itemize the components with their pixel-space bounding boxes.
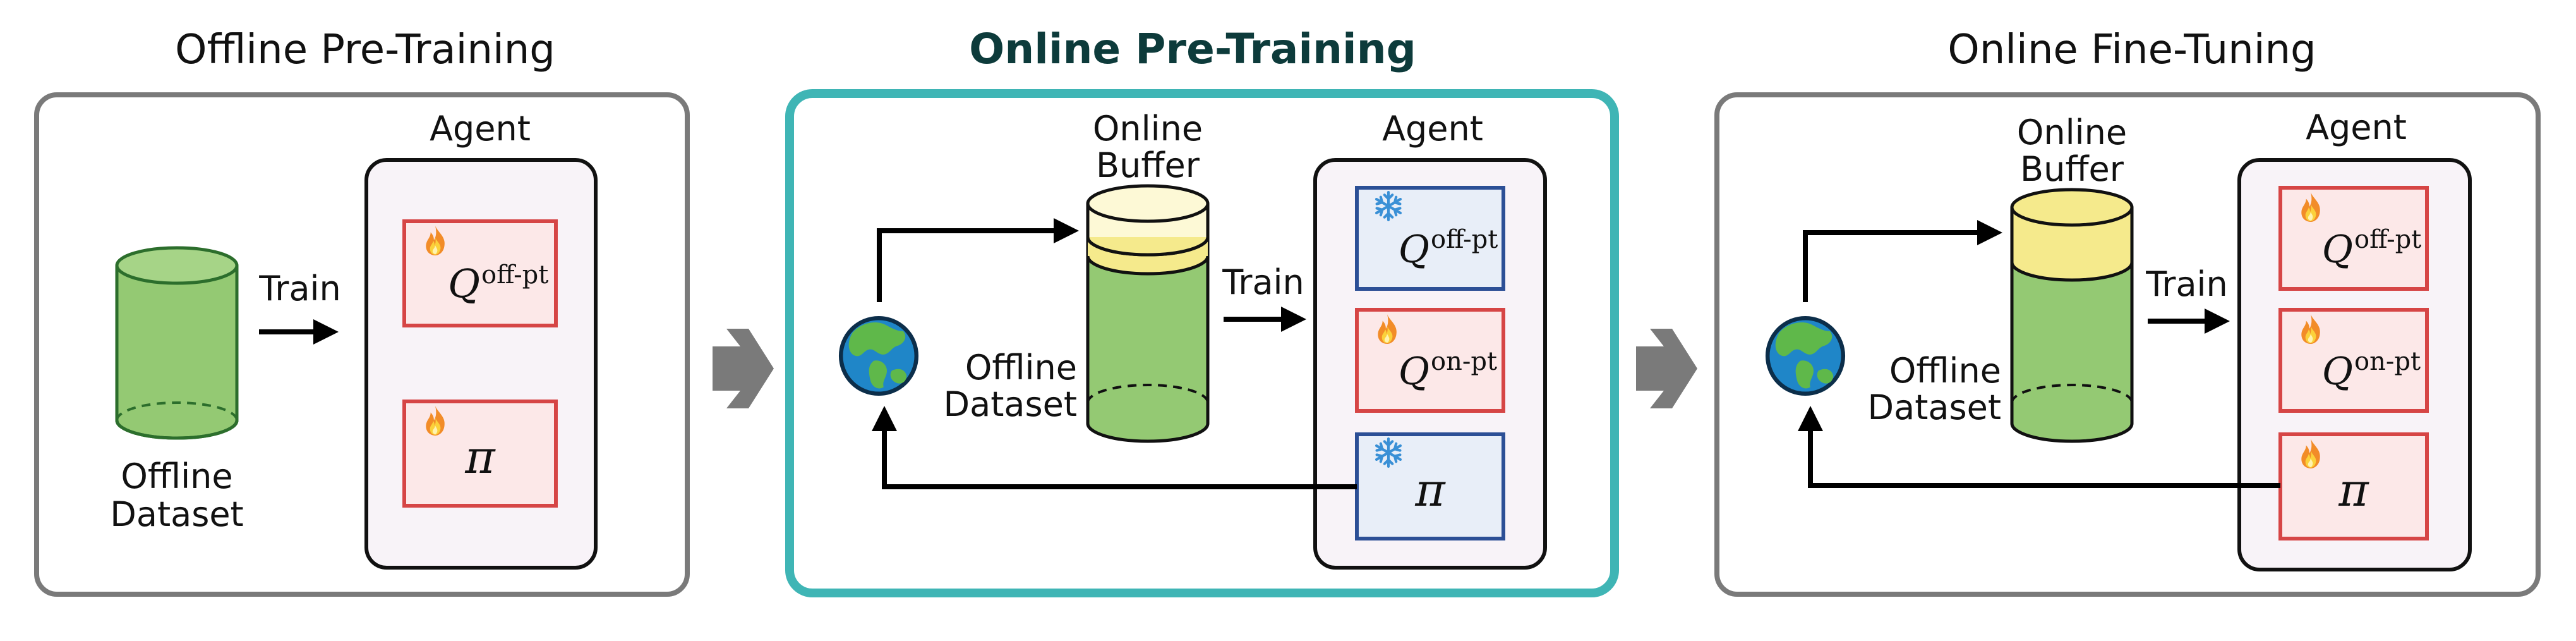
policy-module: π: [2278, 432, 2429, 540]
q-symbol: Q: [448, 260, 480, 307]
collect-arrow: [1803, 220, 2002, 302]
agent-label: Agent: [430, 109, 531, 149]
chevron-arrow-icon: [1636, 329, 1697, 408]
q-superscript: off-pt: [1431, 225, 1498, 254]
buffer-label: Online: [2017, 113, 2127, 152]
q-offpt-module: Q off-pt: [2278, 186, 2429, 291]
dataset-label: Offline: [121, 456, 232, 496]
buffer-dataset-cylinder: [1086, 184, 1210, 443]
dataset-label: Dataset: [110, 494, 243, 534]
q-superscript: on-pt: [2354, 347, 2421, 376]
q-symbol: Q: [1399, 350, 1429, 394]
q-superscript: off-pt: [2354, 225, 2421, 254]
policy-module: π: [402, 400, 558, 508]
action-arrow: [1798, 406, 2280, 488]
train-label: Train: [258, 269, 341, 308]
buffer-dataset-cylinder: [2010, 188, 2134, 443]
buffer-label: Online: [1093, 109, 1203, 149]
q-symbol: Q: [2322, 350, 2353, 394]
pi-symbol: π: [1414, 463, 1446, 516]
action-arrow: [872, 406, 1357, 489]
globe-icon: [1767, 318, 1843, 394]
panel-title: Offline Pre-Training: [175, 27, 555, 73]
panel-offline-pretraining: Offline Pre-Training Offline Dataset Tra…: [34, 27, 690, 597]
dataset-label: Dataset: [1868, 388, 2001, 427]
policy-module: π: [1355, 432, 1505, 540]
q-superscript: off-pt: [481, 260, 548, 290]
dataset-label: Offline: [1889, 351, 2001, 391]
collect-arrow: [877, 218, 1079, 302]
panel-title: Online Pre-Training: [969, 25, 1416, 73]
panel-title: Online Fine-Tuning: [1947, 27, 2316, 73]
q-symbol: Q: [1399, 228, 1429, 272]
globe-icon: [841, 318, 917, 394]
offline-dataset-cylinder: [115, 246, 239, 440]
q-symbol: Q: [2322, 228, 2353, 272]
train-label: Train: [2145, 264, 2228, 304]
panel-online-finetuning: Online Fine-Tuning Online Buffer Offline…: [1714, 27, 2541, 597]
q-onpt-module: Q on-pt: [2278, 308, 2429, 413]
q-onpt-module: Q on-pt: [1355, 308, 1505, 413]
buffer-label: Buffer: [1096, 145, 1200, 185]
dataset-label: Offline: [965, 348, 1077, 388]
pi-symbol: π: [2338, 463, 2369, 516]
q-offpt-module: Q off-pt: [402, 219, 558, 327]
pi-symbol: π: [464, 430, 496, 484]
panel-online-pretraining: Online Pre-Training Online Buffer Offlin…: [785, 25, 1619, 597]
agent-label: Agent: [2306, 107, 2407, 147]
chevron-arrow-icon: [713, 329, 774, 408]
agent-label: Agent: [1382, 109, 1483, 149]
q-offpt-module: Q off-pt: [1355, 186, 1505, 291]
buffer-label: Buffer: [2020, 149, 2124, 189]
dataset-label: Dataset: [944, 384, 1077, 424]
train-label: Train: [1222, 262, 1304, 302]
q-superscript: on-pt: [1431, 347, 1497, 376]
